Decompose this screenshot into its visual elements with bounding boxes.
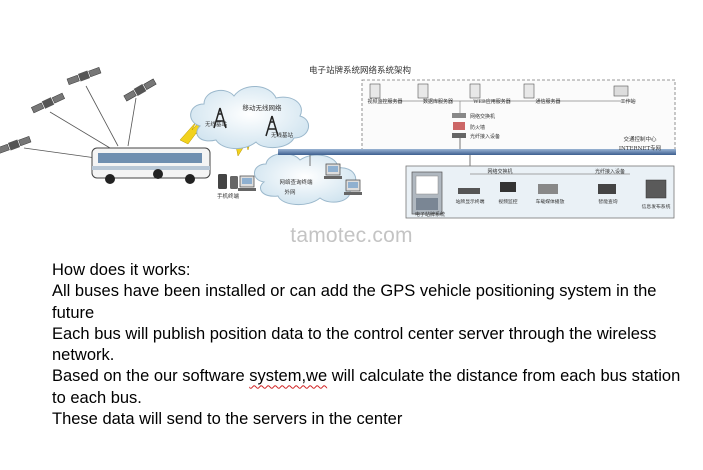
station-system-label: 电子站牌系统 xyxy=(415,211,445,218)
server-label-web: WEB应用服务器 xyxy=(473,98,510,105)
internet-backbone-bar xyxy=(278,149,676,155)
external-network-cloud: 网络查询终端 外网 xyxy=(238,154,362,205)
wireless-network-cloud: 移动无线网络 无线基站 无线基站 xyxy=(191,86,309,148)
satellite-signal-lines xyxy=(24,86,136,158)
control-center-label: 交通控制中心 xyxy=(623,135,657,143)
base-station-label-1: 无线基站 xyxy=(205,120,228,128)
description-heading: How does it works: xyxy=(52,260,692,281)
mobile-terminal-label: 手机终端 xyxy=(217,192,240,200)
external-network-label: 外网 xyxy=(284,188,296,196)
firewall-icon xyxy=(453,122,465,130)
station-kiosk-icon xyxy=(412,172,442,214)
fiber-access-label: 光纤接入设备 xyxy=(470,133,500,140)
description-line-2: Each bus will publish position data to t… xyxy=(52,324,692,367)
network-switch-label: 网络交换机 xyxy=(470,113,495,120)
base-station-label-2: 无线基站 xyxy=(271,131,294,139)
network-architecture-diagram: 电子站牌系统网络系统架构 移动无线网络 无线基站 无线基站 xyxy=(0,0,703,250)
switch-icon xyxy=(452,113,466,118)
query-terminal-label: 网络查询终端 xyxy=(279,178,313,186)
diagram-title: 电子站牌系统网络系统架构 xyxy=(309,65,411,76)
server-label-comm: 通信服务器 xyxy=(535,98,560,105)
station-device-label-2: 视频监控 xyxy=(498,198,517,205)
spellcheck-flagged-word: system,we xyxy=(249,367,327,385)
firewall-label: 防火墙 xyxy=(470,124,485,131)
station-fiber-label: 光纤接入设备 xyxy=(595,168,625,175)
bus-icon xyxy=(92,148,210,184)
station-device-label-5: 信息发布系统 xyxy=(642,203,671,210)
watermark: tamotec.com xyxy=(0,224,703,248)
server-label-workstation: 工作站 xyxy=(620,98,635,105)
station-device-label-3: 车载媒体播放 xyxy=(536,198,565,205)
wireless-network-label: 移动无线网络 xyxy=(243,103,283,112)
server-label-database: 数据库服务器 xyxy=(423,98,453,105)
station-switch-label: 网络交换机 xyxy=(487,168,512,175)
mobile-phone-icon: 手机终端 xyxy=(217,174,240,200)
station-device-label-4: 智能查询 xyxy=(598,198,617,205)
description-line-1: All buses have been installed or can add… xyxy=(52,281,692,324)
description-text: How does it works: All buses have been i… xyxy=(52,260,692,430)
description-line-3: Based on the our software system,we will… xyxy=(52,366,692,409)
satellite-icon xyxy=(0,66,157,154)
description-line-4: These data will send to the servers in t… xyxy=(52,409,692,430)
internet-label: INTERNET专网 xyxy=(619,144,662,152)
line-3-start: Based on the our software xyxy=(52,367,249,385)
fiber-access-icon xyxy=(452,133,466,138)
station-device-label-1: 站牌显示终端 xyxy=(456,198,485,205)
server-label-video: 视频监控服务器 xyxy=(367,98,402,105)
